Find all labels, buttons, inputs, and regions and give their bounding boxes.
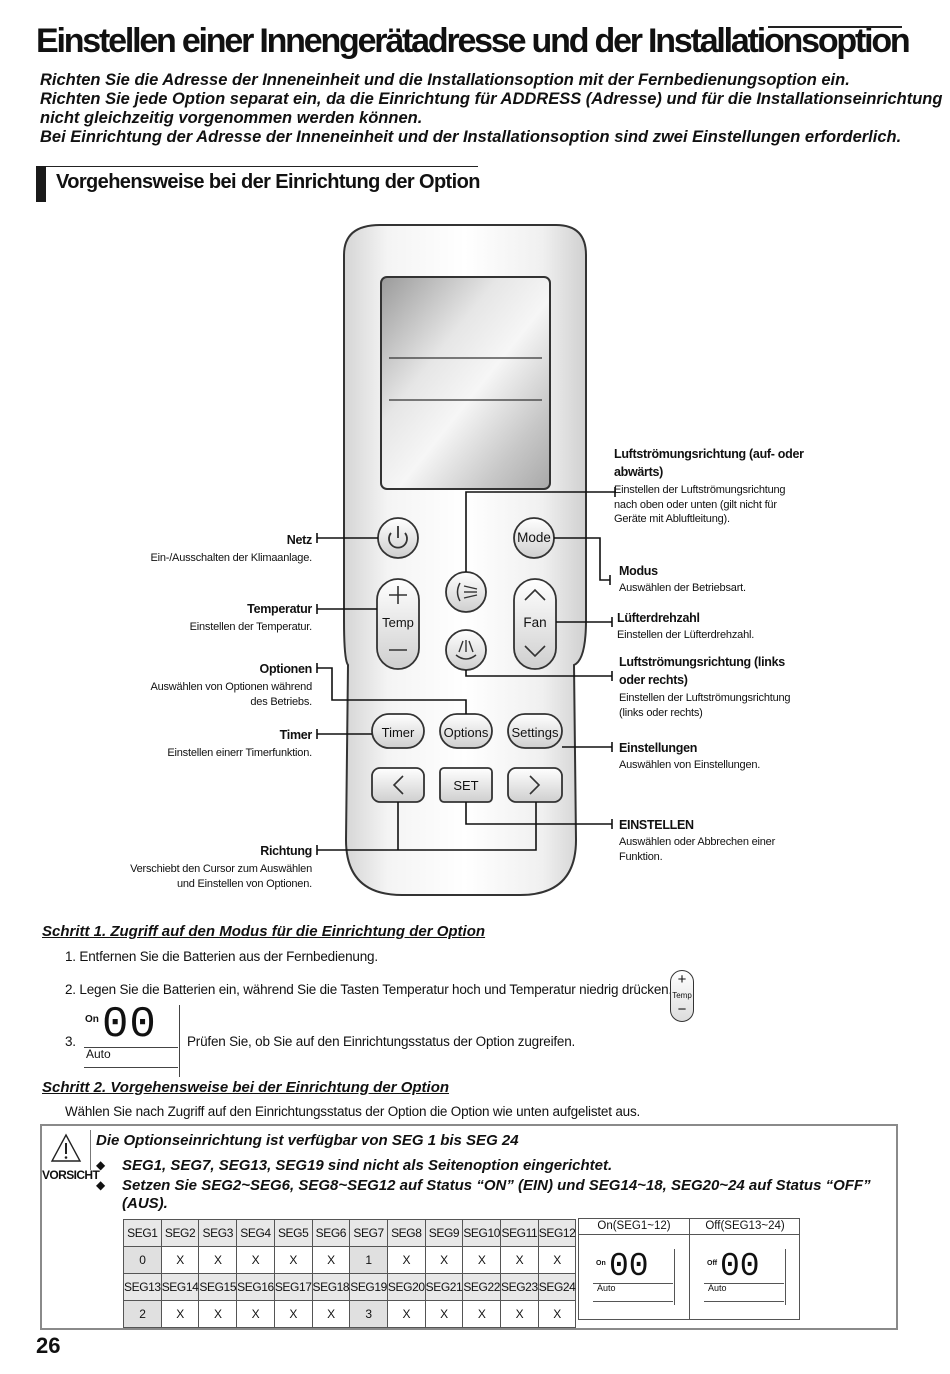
set-button-label: SET bbox=[453, 778, 479, 793]
step1-item-3: Prüfen Sie, ob Sie auf den Einrichtungss… bbox=[187, 1034, 576, 1049]
temp-rocker bbox=[376, 578, 420, 670]
timer-button-label: Timer bbox=[381, 725, 415, 740]
caution-bullet-1: SEG1, SEG7, SEG13, SEG19 sind nicht als … bbox=[122, 1157, 613, 1174]
caution-divider bbox=[90, 1130, 91, 1170]
bullet-icon: ◆ bbox=[96, 1178, 106, 1192]
netz-label: Netz Ein-/Ausschalten der Klimaanlage. bbox=[150, 533, 312, 564]
left-button bbox=[371, 767, 425, 803]
on-off-panel: On(SEG1~12) Off(SEG13~24) On 00 Auto Off… bbox=[578, 1218, 800, 1320]
fan-rocker bbox=[513, 578, 557, 670]
horizontal-swing-button bbox=[445, 629, 487, 671]
remote-illustration bbox=[316, 224, 616, 896]
settings-button bbox=[507, 713, 563, 749]
chevron-left-icon bbox=[392, 775, 404, 795]
vertical-swing-icon bbox=[456, 582, 478, 602]
options-button-label: Options bbox=[443, 725, 489, 740]
bullet-icon: ◆ bbox=[96, 1158, 106, 1172]
step2-heading: Schritt 2. Vorgehensweise bei der Einric… bbox=[42, 1079, 450, 1096]
luft-vertikal-label: Luftströmungsrichtung (auf- oder abwärts… bbox=[614, 447, 804, 525]
lcd-display: On 00 Auto bbox=[84, 1003, 180, 1077]
step1-item-1: 1. Entfernen Sie die Batterien aus der F… bbox=[65, 949, 378, 964]
off-panel-title: Off(SEG13~24) bbox=[705, 1220, 785, 1232]
fan-label: Fan bbox=[523, 615, 547, 630]
on-panel-title: On(SEG1~12) bbox=[597, 1220, 671, 1232]
right-button bbox=[507, 767, 563, 803]
chevron-up-icon bbox=[524, 588, 546, 601]
on-lcd: On 00 Auto bbox=[593, 1249, 675, 1305]
intro-line: Bei Einrichtung der Adresse der Innenein… bbox=[40, 128, 902, 146]
temp-label: Temp bbox=[382, 615, 414, 630]
plus-icon bbox=[389, 586, 407, 604]
power-button bbox=[377, 517, 419, 559]
page-title: Einstellen einer Innengerätadresse und d… bbox=[36, 22, 911, 60]
step1-item-2: 2. Legen Sie die Batterien ein, während … bbox=[65, 982, 673, 997]
temp-button-icon: + Temp − bbox=[670, 970, 694, 1022]
caution-bullet-2-cont: (AUS). bbox=[122, 1195, 168, 1212]
step1-heading: Schritt 1. Zugriff auf den Modus für die… bbox=[42, 923, 486, 940]
caution-bullet-2: Setzen Sie SEG2~SEG6, SEG8~SEG12 auf Sta… bbox=[122, 1177, 871, 1194]
header-rule bbox=[768, 26, 902, 28]
intro-line: Richten Sie die Adresse der Inneneinheit… bbox=[40, 71, 850, 89]
mode-button-label: Mode bbox=[517, 530, 551, 545]
temperatur-label: Temperatur Einstellen der Temperatur. bbox=[189, 602, 313, 633]
warning-icon bbox=[50, 1133, 82, 1162]
luefter-label: Lüfterdrehzahl Einstellen der Lüfterdreh… bbox=[617, 611, 755, 641]
horizontal-swing-icon bbox=[455, 640, 477, 660]
step1-item-3-num: 3. bbox=[65, 1034, 76, 1049]
timer-label: Timer Einstellen einerr Timerfunktion. bbox=[167, 728, 312, 759]
page-number: 26 bbox=[36, 1333, 61, 1358]
remote-screen bbox=[380, 276, 551, 490]
off-lcd: Off 00 Auto bbox=[704, 1249, 786, 1305]
timer-button bbox=[371, 713, 425, 749]
intro-line: nicht gleichzeitig vorgenommen werden kö… bbox=[40, 109, 423, 127]
luft-horizontal-label: Luftströmungsrichtung (links oder rechts… bbox=[619, 655, 791, 719]
einstellungen-label: Einstellungen Auswählen von Einstellunge… bbox=[619, 741, 761, 771]
einstellen-label: EINSTELLEN Auswählen oder Abbrechen eine… bbox=[619, 818, 776, 863]
caution-box bbox=[40, 1124, 898, 1330]
caution-title: Die Optionseinrichtung ist verfügbar von… bbox=[96, 1132, 519, 1149]
section-title: Vorgehensweise bei der Einrichtung der O… bbox=[56, 171, 480, 193]
step2-text: Wählen Sie nach Zugriff auf den Einricht… bbox=[65, 1104, 641, 1119]
richtung-label: Richtung Verschiebt den Cursor zum Auswä… bbox=[130, 844, 312, 890]
intro-line: Richten Sie jede Option separat ein, da … bbox=[40, 90, 943, 108]
section-rule bbox=[46, 166, 478, 167]
caution-label: VORSICHT bbox=[42, 1168, 100, 1182]
modus-label: Modus Auswählen der Betriebsart. bbox=[619, 564, 746, 594]
chevron-down-icon bbox=[524, 645, 546, 658]
power-icon bbox=[388, 526, 408, 549]
vertical-swing-button bbox=[445, 571, 487, 613]
callout-lines bbox=[316, 487, 616, 855]
settings-button-label: Settings bbox=[511, 725, 559, 740]
optionen-label: Optionen Auswählen von Optionen während … bbox=[150, 662, 312, 708]
section-marker bbox=[36, 166, 46, 202]
chevron-right-icon bbox=[529, 775, 541, 795]
